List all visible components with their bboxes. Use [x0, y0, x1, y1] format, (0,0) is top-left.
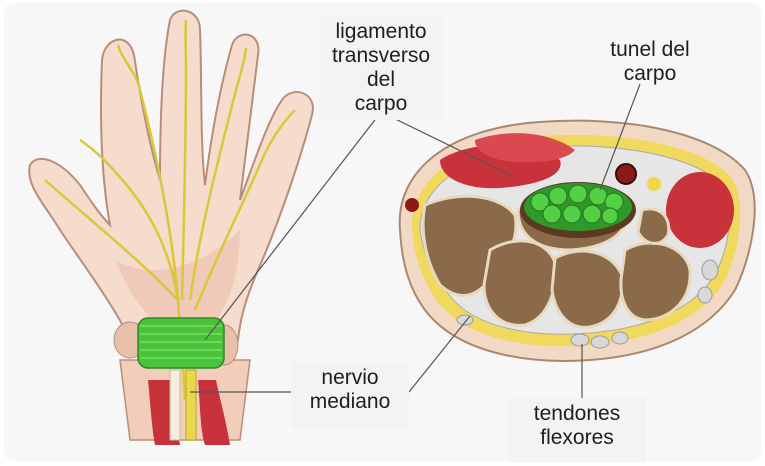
label-tunel-del-carpo: tunel del carpo [594, 34, 706, 90]
label-line: nervio [291, 366, 409, 390]
label-line: transverso del [319, 44, 443, 92]
label-tendones-flexores: tendones flexores [508, 398, 646, 462]
label-line: mediano [291, 390, 409, 414]
label-line: flexores [508, 426, 646, 450]
label-ligamento-transverso: ligamento transverso del carpo [319, 16, 443, 120]
label-line: carpo [594, 62, 706, 86]
label-nervio-mediano: nervio mediano [291, 362, 409, 428]
wrist-cross-section [400, 121, 755, 361]
label-line: tendones [508, 402, 646, 426]
hand-illustration [29, 11, 313, 445]
carpal-tunnel-tendons [520, 182, 636, 238]
label-line: tunel del [594, 38, 706, 62]
label-line: carpo [319, 92, 443, 116]
label-line: ligamento [319, 20, 443, 44]
